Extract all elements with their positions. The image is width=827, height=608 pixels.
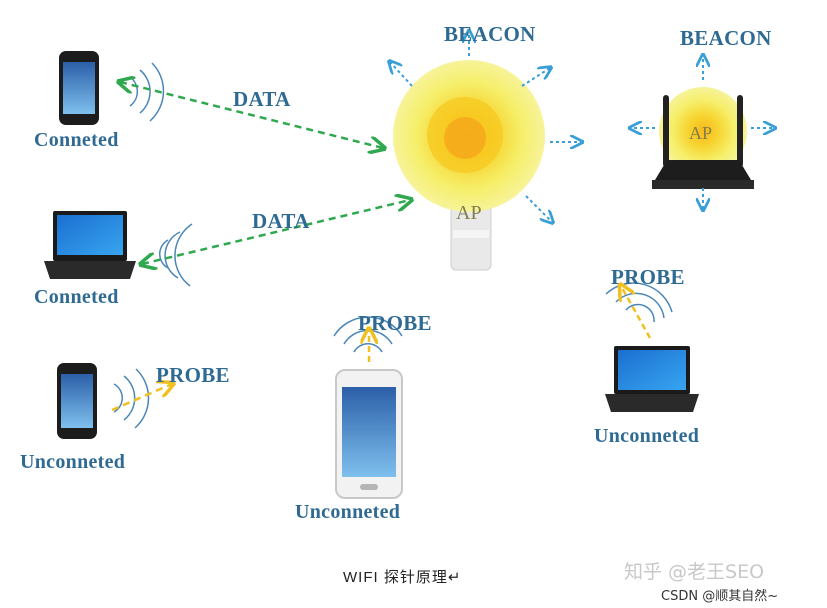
android-phone-icon	[335, 369, 403, 499]
beacon-arrow	[390, 62, 413, 87]
probe-label-left: PROBE	[156, 363, 230, 387]
phone-connected-label: Conneted	[34, 129, 119, 151]
zhihu-watermark: 知乎 @老王SEO	[624, 561, 765, 583]
probe-arrow	[111, 384, 172, 412]
data-label-bottom: DATA	[252, 209, 310, 233]
data-arrow	[142, 200, 410, 264]
data-arrow	[120, 82, 383, 148]
ap-label-main: AP	[456, 202, 482, 224]
smartphone-icon	[59, 51, 99, 125]
phone-unconnected-label: Unconneted	[20, 451, 126, 473]
csdn-watermark: CSDN @顺其自然~	[661, 589, 779, 604]
figure-caption: WIFI 探针原理↵	[343, 569, 462, 586]
beacon-label-main: BEACON	[444, 22, 536, 46]
signal-waves	[159, 223, 193, 287]
probe-label-right: PROBE	[611, 265, 685, 289]
beacon-label-router: BEACON	[680, 26, 772, 50]
beacon-arrow	[525, 195, 552, 222]
access-point-bulb-icon	[393, 60, 545, 271]
laptop-icon	[44, 211, 136, 279]
signal-waves	[113, 368, 150, 429]
beacon-arrow	[521, 68, 550, 87]
probe-label-center: PROBE	[358, 311, 432, 335]
smartphone-unconnected-label: Unconneted	[295, 501, 401, 523]
laptop-unconnected-label: Unconneted	[594, 425, 700, 447]
laptop-connected-label: Conneted	[34, 286, 119, 308]
laptop-icon	[605, 346, 699, 412]
smartphone-icon	[57, 363, 97, 439]
data-label-top: DATA	[233, 87, 291, 111]
beacon-arrows-main	[390, 32, 581, 222]
beacon-arrows-router	[631, 56, 774, 209]
wifi-router-icon	[652, 87, 754, 189]
ap-label-router: AP	[689, 123, 713, 143]
